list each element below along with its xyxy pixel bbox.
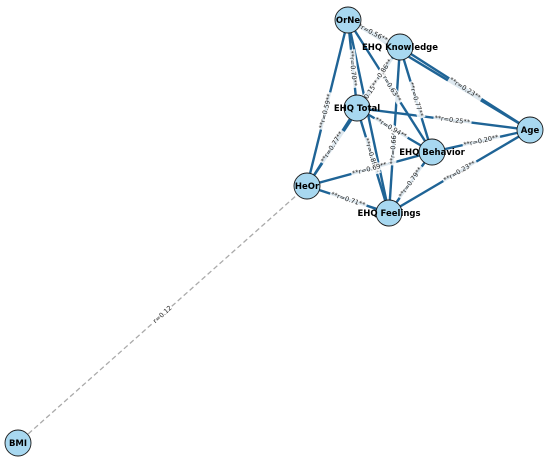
node-label-ehq_behavior: EHQ Behavior — [399, 148, 465, 158]
edge-label-group-ehq_knowledge-age: **r=0.23** — [447, 75, 484, 103]
edge-label-age-ehq_behavior: **r=0.20** — [463, 133, 500, 149]
edge-label-bg-ehq_knowledge-ehq_feelings — [388, 126, 399, 166]
node-ehq_behavior[interactable]: EHQ Behavior — [399, 138, 466, 166]
edge-label-ehq_total-heor: **r=0.77** — [319, 129, 345, 164]
node-circle-bmi[interactable] — [4, 429, 32, 457]
edge-label-orne-heor: **r=0.59** — [317, 92, 333, 129]
edge-label-group-age-ehq_feelings: **r=0.23** — [441, 158, 479, 185]
edge-label-bg-age-ehq_feelings — [441, 158, 479, 185]
edge-label-group-orne-ehq_total: **r=0.70** — [347, 49, 359, 89]
edge-label-group-heor-bmi: r=0.12 — [150, 303, 175, 326]
edge-label-bg-ehq_behavior-ehq_feelings — [396, 164, 426, 201]
node-circle-ehq_knowledge[interactable] — [386, 33, 414, 61]
edge-label-ehq_knowledge-ehq_feelings: **r=0.66** — [388, 128, 398, 165]
edge-label-orne-ehq_total: **r=0.70** — [347, 50, 359, 87]
edge-label-bg-heor-ehq_feelings — [328, 189, 368, 210]
node-label-ehq_knowledge: EHQ Knowledge — [362, 43, 438, 53]
edge-label-group-orne-heor: **r=0.59** — [317, 91, 335, 131]
edge-label-bg-ehq_knowledge-age — [447, 75, 484, 103]
edge-label-bg-heor-ehq_behavior — [350, 160, 390, 178]
edge-label-group-age-ehq_behavior: **r=0.20** — [461, 132, 501, 150]
node-orne[interactable]: OrNe — [334, 6, 362, 34]
node-circle-heor[interactable] — [293, 172, 321, 200]
node-label-ehq_total: EHQ Total — [334, 104, 380, 114]
node-circle-ehq_feelings[interactable] — [375, 199, 403, 227]
edge-label-bg-ehq_total-age — [432, 113, 473, 127]
edge-label-heor-bmi: r=0.12 — [151, 304, 173, 325]
node-circle-orne[interactable] — [334, 6, 362, 34]
edge-label-ehq_knowledge-age: **r=0.23** — [448, 76, 483, 102]
node-label-orne: OrNe — [336, 16, 361, 26]
edge-label-group-heor-ehq_feelings: **r=0.71** — [328, 189, 368, 210]
edge-label-age-ehq_feelings: **r=0.23** — [442, 159, 477, 184]
node-label-heor: HeOr — [295, 182, 320, 192]
edge-label-bg-ehq_total-heor — [318, 128, 346, 165]
edge-label-heor-ehq_feelings: **r=0.71** — [330, 190, 367, 209]
node-ehq_total[interactable]: EHQ Total — [334, 94, 380, 122]
edge-label-ehq_total-age: **r=0.25** — [434, 114, 471, 127]
edge-label-group-ehq_knowledge-ehq_feelings: **r=0.66** — [388, 126, 399, 166]
node-label-age: Age — [521, 126, 540, 136]
edge-label-bg-orne-ehq_total — [347, 49, 359, 89]
edge-label-bg-ehq_total-ehq_behavior — [372, 114, 410, 142]
node-ehq_feelings[interactable]: EHQ Feelings — [357, 199, 421, 227]
node-heor[interactable]: HeOr — [293, 172, 321, 200]
edge-label-bg-age-ehq_behavior — [461, 132, 501, 150]
edge-label-group-ehq_total-age: **r=0.25** — [432, 113, 473, 127]
node-circle-ehq_behavior[interactable] — [418, 138, 446, 166]
node-ehq_knowledge[interactable]: EHQ Knowledge — [362, 33, 438, 61]
node-circle-ehq_total[interactable] — [343, 94, 371, 122]
node-age[interactable]: Age — [516, 116, 544, 144]
edge-labels-layer: **r=0.56****r=0.59****r=0.70****r=0.63**… — [150, 19, 501, 326]
edge-label-bg-ehq_knowledge-ehq_behavior — [406, 80, 426, 120]
node-label-bmi: BMI — [9, 439, 27, 449]
edge-label-bg-heor-bmi — [150, 303, 175, 326]
node-label-ehq_feelings: EHQ Feelings — [357, 209, 420, 219]
node-bmi[interactable]: BMI — [4, 429, 32, 457]
edge-label-bg-orne-ehq_knowledge — [352, 19, 391, 45]
edge-label-group-ehq_total-heor: **r=0.77** — [318, 128, 346, 165]
edge-label-bg-orne-heor — [317, 91, 335, 131]
node-circle-age[interactable] — [516, 116, 544, 144]
edge-label-ehq_knowledge-ehq_behavior: **r=0.77** — [407, 81, 425, 118]
